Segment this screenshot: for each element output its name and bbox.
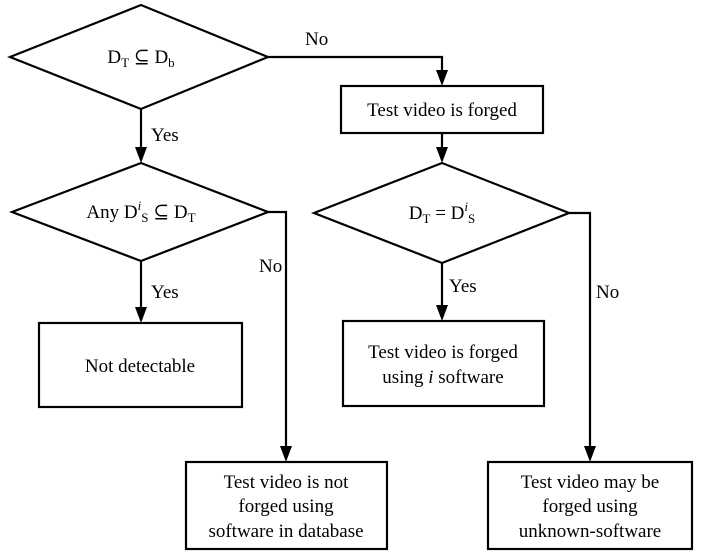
decision-d2: Any DiS ⊆ DT xyxy=(8,161,272,263)
edge-d3-no-label: No xyxy=(596,282,619,303)
edge-d2-no-line xyxy=(268,210,288,448)
edge-d1-no-label: No xyxy=(305,29,328,50)
edge-d3-yes-arrowhead xyxy=(436,305,448,321)
box-forged: Test video is forged xyxy=(339,84,545,135)
box-unknown-line2: forged using xyxy=(542,496,638,517)
decision-d2-label: Any DiS ⊆ DT xyxy=(86,198,195,225)
box-not-forged-db: Test video is not forged using software … xyxy=(184,460,389,551)
decision-d1-label: DT ⊆ Db xyxy=(107,47,174,70)
edge-d2-yes-label: Yes xyxy=(151,282,179,303)
edge-d1-no-arrowhead xyxy=(436,70,448,86)
edge-d2-no-arrowhead xyxy=(280,446,292,462)
edge-d2-yes: Yes xyxy=(135,261,179,323)
box-forged-i-line2: using i software xyxy=(382,367,503,388)
box-unknown-line3: unknown-software xyxy=(519,521,661,542)
decision-d1: DT ⊆ Db xyxy=(7,3,271,111)
box-not-detectable-line1: Not detectable xyxy=(85,356,195,377)
edge-d1-yes: Yes xyxy=(135,109,179,163)
edge-d3-no-line xyxy=(569,211,592,448)
decision-d3-label: DT = DiS xyxy=(409,199,476,226)
edge-d3-no: No xyxy=(569,211,619,462)
box-not-detectable-rect xyxy=(37,321,244,409)
box-not-detectable: Not detectable xyxy=(37,321,244,409)
box-unknown-line1: Test video may be xyxy=(521,472,660,493)
edge-d2-no-label: No xyxy=(259,256,282,277)
edge-d2-yes-arrowhead xyxy=(135,307,147,323)
box-unknown: Test video may be forged using unknown-s… xyxy=(486,460,694,551)
box-forged-i: Test video is forged using i software xyxy=(341,319,546,408)
box-forged-rect xyxy=(339,84,545,135)
edge-forged-to-d3 xyxy=(436,133,448,163)
box-not-forged-db-rect xyxy=(184,460,389,551)
edge-d3-yes: Yes xyxy=(436,263,477,321)
box-forged-line1: Test video is forged xyxy=(367,100,517,121)
box-not-forged-db-line2: forged using xyxy=(238,496,334,517)
box-forged-i-line1: Test video is forged xyxy=(368,342,518,363)
box-not-forged-db-line1: Test video is not xyxy=(224,472,350,493)
edge-d1-yes-arrowhead xyxy=(135,147,147,163)
edge-d3-no-arrowhead xyxy=(584,446,596,462)
decision-d3: DT = DiS xyxy=(310,161,573,265)
edge-d1-yes-label: Yes xyxy=(151,125,179,146)
edge-d3-yes-label: Yes xyxy=(449,276,477,297)
box-forged-i-rect xyxy=(341,319,546,408)
box-not-forged-db-line3: software in database xyxy=(208,521,363,542)
edge-d1-no: No xyxy=(268,29,448,86)
edge-d1-no-line xyxy=(268,55,444,72)
edge-forged-to-d3-arrowhead xyxy=(436,147,448,163)
edge-d2-no: No xyxy=(259,210,292,462)
